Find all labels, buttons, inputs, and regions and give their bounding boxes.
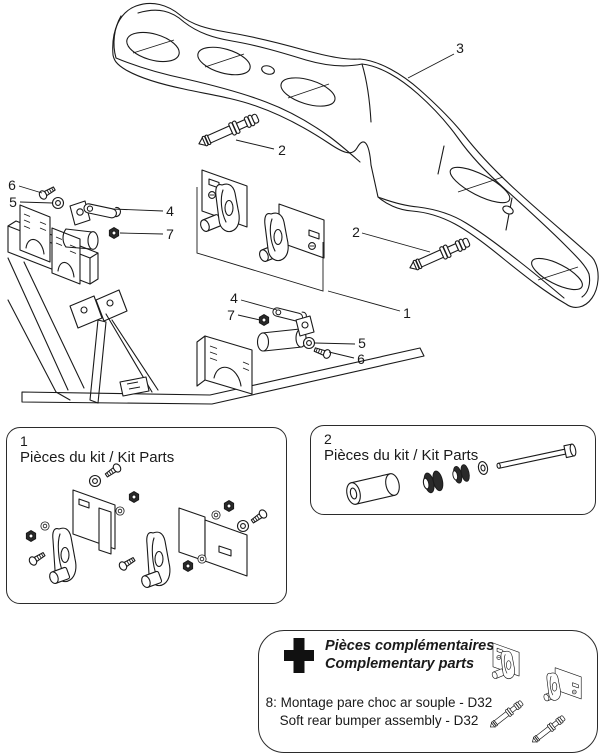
callout-4-upper: 4 <box>166 203 174 219</box>
callout-3: 3 <box>456 40 464 56</box>
kit-2-illustration <box>346 443 577 505</box>
kit-parts-box-2: 2 Pièces du kit / Kit Parts <box>310 425 596 515</box>
plus-icon <box>284 638 314 673</box>
complementary-parts-box: Pièces complémentaires Complementary par… <box>258 630 598 753</box>
kit-box-1-number: 1 <box>20 433 28 449</box>
kit-box-1-title: Pièces du kit / Kit Parts <box>20 449 175 466</box>
complementary-notes: 8: Montage pare choc ar souple - D32 Sof… <box>261 694 497 730</box>
kit1-cluster-a <box>25 461 140 586</box>
mounting-bolt-upper <box>195 111 261 151</box>
callout-2-lower: 2 <box>352 224 360 240</box>
kit-1-illustration <box>25 461 269 590</box>
comp-bracket-1 <box>490 642 520 680</box>
exploded-assembly-diagram: 6 5 4 7 2 3 2 1 4 7 5 6 <box>7 2 599 405</box>
callout-5-lower: 5 <box>358 335 366 351</box>
comp-bolt-1 <box>487 698 525 731</box>
complementary-title: Pièces complémentaires Complementary par… <box>325 637 494 673</box>
callout-7-lower: 7 <box>227 307 235 323</box>
kit1-cluster-b <box>117 500 269 590</box>
complementary-note-en: Soft rear bumper assembly - D32 <box>279 713 479 728</box>
complementary-title-fr: Pièces complémentaires <box>325 638 495 654</box>
complementary-illustration <box>487 642 582 746</box>
comp-bracket-2 <box>542 667 582 702</box>
callout-4-lower: 4 <box>230 290 238 306</box>
hardware-upper-left <box>37 184 122 239</box>
callout-6-upper: 6 <box>8 177 16 193</box>
kit-box-2-title: Pièces du kit / Kit Parts <box>324 447 479 464</box>
callout-5-upper: 5 <box>9 194 17 210</box>
mounting-bolt-lower <box>406 235 472 275</box>
hardware-lower-middle <box>258 304 333 360</box>
long-bolt <box>496 443 577 469</box>
kit-box-2-number: 2 <box>324 431 332 447</box>
bumper-cutout-ovals <box>126 31 583 291</box>
flat-washer <box>477 461 489 475</box>
bumper-bar <box>112 2 599 308</box>
spacer-sleeve <box>346 473 400 505</box>
kit-parts-box-1: 1 Pièces du kit / Kit Parts <box>6 427 287 604</box>
callout-2-upper: 2 <box>278 142 286 158</box>
bushing-small <box>452 464 470 484</box>
callout-7-upper: 7 <box>166 226 174 242</box>
comp-bolt-2 <box>529 713 567 746</box>
callout-1: 1 <box>403 305 411 321</box>
callout-leader-lines <box>18 53 455 359</box>
mounting-brackets <box>196 169 325 292</box>
callouts: 6 5 4 7 2 3 2 1 4 7 5 6 <box>8 40 464 367</box>
callout-6-lower: 6 <box>357 351 365 367</box>
chassis-frame <box>7 204 425 405</box>
complementary-title-en: Complementary parts <box>325 656 475 672</box>
complementary-note-fr: 8: Montage pare choc ar souple - D32 <box>265 695 493 710</box>
bushing-large <box>422 470 444 494</box>
